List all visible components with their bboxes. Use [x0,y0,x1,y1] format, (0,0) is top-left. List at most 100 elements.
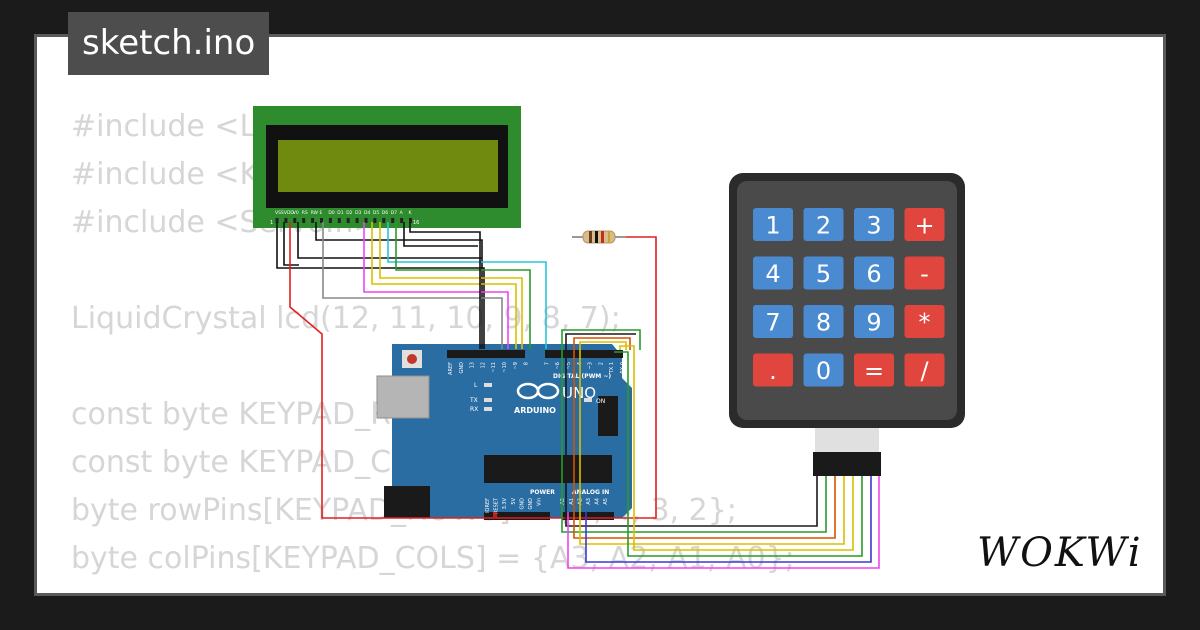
keypad-key[interactable]: 1 [753,208,793,241]
keypad-ribbon [815,428,879,452]
digital-pin-label: ~10 [502,362,508,373]
lcd-pin-label: D7 [391,210,397,216]
code-editor: #include <LiquidCrystal.h> #include <Key… [71,103,795,593]
lcd-pin-label: VSS [275,210,284,216]
keypad-key-label: 0 [816,357,831,385]
lcd-pin-label: VDD [284,210,295,216]
file-title-tab[interactable]: sketch.ino [68,12,270,75]
lcd-pin[interactable] [320,218,323,223]
digital-pin-label: GND [459,362,465,374]
lcd-pin-label: D4 [364,210,370,216]
lcd-pin-label: K [409,210,413,216]
led-l-label: L [474,382,478,389]
lcd-pin[interactable] [382,218,386,223]
lcd-pin[interactable] [400,218,404,223]
lcd-pin[interactable] [311,218,315,223]
keypad-key[interactable]: 3 [854,208,894,241]
lcd-pin-first: 1 [270,220,273,226]
lcd-pin-label: D2 [346,210,352,216]
lcd-pin-label: D5 [373,210,379,216]
keypad-key[interactable]: 6 [854,256,894,290]
keypad-key-label: + [914,212,934,240]
led-tx-label: TX [469,397,478,404]
lcd-wires [276,222,657,519]
led-rx-label: RX [470,406,478,413]
digital-pin-label: ~9 [513,362,519,369]
analog-header [562,512,614,520]
board-brand: ARDUINO [514,406,556,415]
wokwi-logo: WOKWi [975,528,1151,578]
digital-pin-label: ~3 [588,362,594,369]
keypad-key[interactable]: 2 [803,208,844,241]
keypad-key-label: 7 [765,309,780,337]
keypad-key-label: . [769,357,777,385]
board-model: UNO [562,384,596,402]
lcd-pin-last: 16 [413,220,419,226]
keypad-key[interactable]: * [904,305,945,338]
lcd-pin-label: V0 [293,210,299,216]
keypad-key-label: = [864,357,884,385]
lcd-pin[interactable] [293,218,297,223]
lcd-pin-label: RW [311,210,319,216]
keypad-key-label: 1 [765,212,780,240]
power-label: POWER [530,489,555,496]
digital-pin-label: ~5 [566,362,572,369]
wokwi-logo-art: WOKWi [977,530,1141,576]
power-header [484,512,550,520]
lcd-screen [278,140,498,192]
keypad-key-label: 9 [866,309,881,337]
lcd-pin[interactable] [409,218,412,223]
lcd-pin[interactable] [355,218,359,223]
lcd-pin[interactable] [328,218,332,223]
lcd-pin[interactable] [275,218,279,223]
keypad-key[interactable]: 0 [803,353,844,387]
keypad-key-label: 4 [765,260,780,288]
lcd-pin[interactable] [346,218,350,223]
keypad-key[interactable]: / [904,353,945,387]
keypad-key-label: - [920,260,929,288]
code-line: byte colPins[KEYPAD_COLS] = {A3, A2, A1,… [71,541,795,576]
keypad-key[interactable]: 8 [803,305,844,338]
digital-header-1 [447,350,525,358]
digital-pin-label: ~11 [491,362,497,373]
led-rx [484,407,492,411]
code-line: char keys[KEYPAD_ROWS][KEYPAD_COLS] = { [71,583,795,593]
keypad-key[interactable]: = [854,353,894,387]
keypad-key[interactable]: 7 [753,305,793,338]
lcd-pin[interactable] [337,218,341,223]
lcd-pin-label: D0 [328,210,334,216]
lcd-pin[interactable] [373,218,377,223]
power-analog-pin-label: A3 [586,498,592,505]
keypad-key-label: 2 [816,212,831,240]
keypad-key[interactable]: . [753,353,793,387]
keypad-key[interactable]: 9 [854,305,894,338]
keypad-key[interactable]: - [904,256,945,290]
lcd-pin[interactable] [391,218,395,223]
digital-pin-label: 2 [598,362,604,365]
keypad-key-label: 3 [866,212,881,240]
power-jack [384,486,430,518]
digital-header-2 [545,350,623,358]
keypad-key[interactable]: + [904,208,945,241]
resistor[interactable] [572,230,626,244]
analog-label: ANALOG IN [572,489,609,496]
lcd-pin[interactable] [364,218,368,223]
keypad-key[interactable]: 4 [753,256,793,290]
digital-pin-label: 8 [524,362,530,365]
lcd-pin[interactable] [284,218,288,223]
lcd-pin[interactable] [302,218,306,223]
digital-pin-label: AREF [448,362,454,375]
keypad-key-label: 5 [816,260,831,288]
power-analog-pin-label: RESET [494,497,500,514]
lcd-pin-label: E [320,210,323,216]
digital-pin-label: RX 0 [620,362,626,374]
keypad-key[interactable]: 5 [803,256,844,290]
power-analog-pin-label: A4 [595,498,601,505]
power-analog-pin-label: GND [528,498,534,510]
